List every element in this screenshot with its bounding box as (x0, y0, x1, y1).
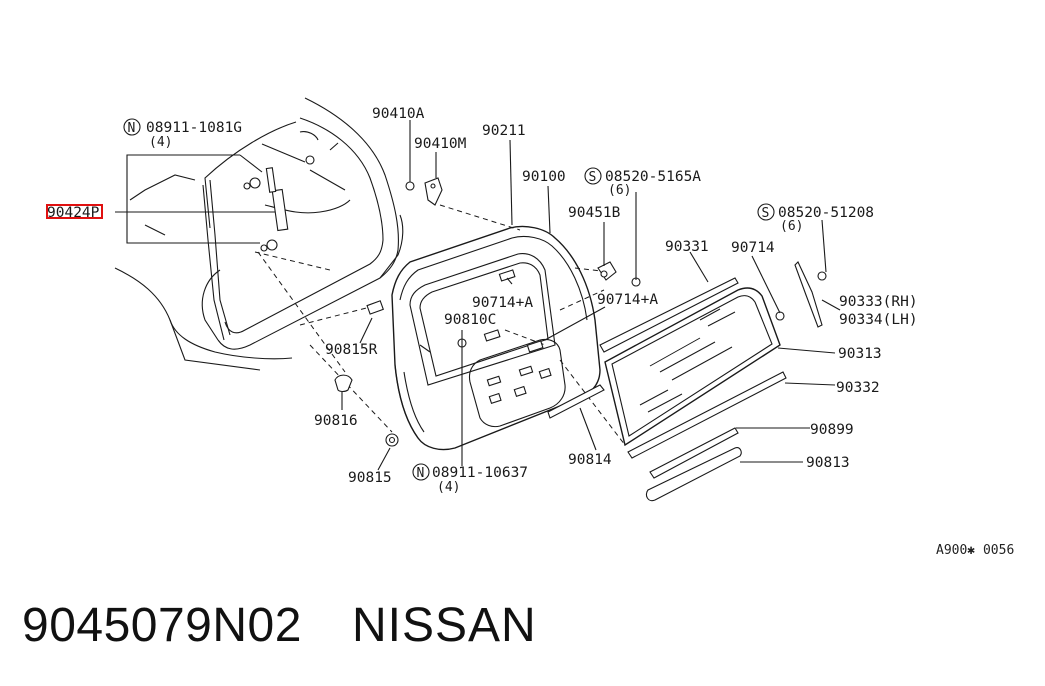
label-90814: 90814 (568, 452, 612, 468)
seal-strips (547, 261, 823, 502)
highlight-box (46, 204, 103, 219)
rear-glass (604, 287, 781, 447)
label-08520-51208-qty: (6) (780, 219, 803, 234)
footer-part-number: 9045079N02 (22, 599, 302, 652)
leader-lines (341, 120, 841, 471)
label-90810c: 90810C (444, 312, 496, 328)
label-90410a: 90410A (372, 106, 425, 122)
bracket-part (597, 261, 827, 321)
label-90332: 90332 (836, 380, 880, 396)
label-90813: 90813 (806, 455, 850, 471)
s-symbol-b: S (762, 206, 770, 221)
n-symbol-top: N (128, 121, 136, 136)
label-90815: 90815 (348, 470, 392, 486)
s-symbol-a: S (589, 170, 597, 185)
label-08520-5165a-qty: (6) (608, 183, 631, 198)
molding-90331 (599, 277, 739, 353)
label-08911-10637-qty: (4) (437, 480, 460, 495)
label-90334-lh: 90334(LH) (839, 312, 918, 328)
label-90211: 90211 (482, 123, 526, 139)
back-door (391, 225, 601, 451)
part-labels: 08911-1081G (4) 90424P 90410A 90410M 902… (47, 106, 918, 495)
label-90313: 90313 (838, 346, 882, 362)
label-90714a-left: 90714+A (472, 295, 533, 311)
label-08520-51208: 08520-51208 (778, 205, 874, 221)
label-90714a-right: 90714+A (597, 292, 658, 308)
reference-code: A900✱ 0056 (936, 543, 1015, 558)
label-08911-1081g: 08911-1081G (146, 120, 242, 136)
label-08520-5165a: 08520-5165A (605, 169, 701, 185)
fastener-symbols: N S S N (123, 118, 775, 481)
label-90100: 90100 (522, 169, 566, 185)
footer-brand: NISSAN (352, 599, 537, 652)
label-90451b: 90451B (568, 205, 621, 221)
label-90815r: 90815R (325, 342, 378, 358)
label-90816: 90816 (314, 413, 358, 429)
label-90714: 90714 (731, 240, 775, 256)
hinge-parts (405, 177, 443, 206)
gas-stay-part (243, 155, 315, 252)
label-08911-1081g-qty: (4) (149, 135, 172, 150)
assembly-dashed-lines (254, 204, 626, 446)
label-90410m: 90410M (414, 136, 467, 152)
n-symbol-bottom: N (417, 466, 425, 481)
label-90331: 90331 (665, 239, 709, 255)
stay-callout-bracket (115, 143, 306, 244)
label-08911-10637: 08911-10637 (432, 465, 528, 481)
label-90899: 90899 (810, 422, 854, 438)
label-90333-rh: 90333(RH) (839, 294, 918, 310)
